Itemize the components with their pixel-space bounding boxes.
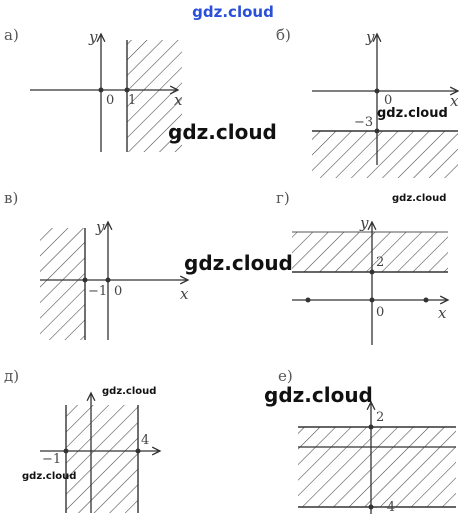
panel-a-tick-point [124, 87, 130, 93]
panel-a-letter: а) [4, 26, 19, 44]
panel-e-bottom-label: −4 [376, 500, 395, 515]
panel-v-shaded-region [40, 228, 85, 340]
panel-v-origin-point [105, 277, 111, 283]
watermark-a: gdz.cloud [168, 120, 277, 144]
watermark-d-top: gdz.cloud [102, 386, 156, 397]
panel-g-point-right [423, 297, 429, 303]
panel-e-top-point [368, 424, 374, 430]
panel-v-y-label: y [95, 218, 105, 236]
watermark-d-left: gdz.cloud [22, 471, 76, 482]
panel-b-y-label: y [365, 28, 375, 46]
panel-e-bottom-point [368, 504, 374, 510]
panel-b: б) x y 0 −3 [276, 26, 459, 178]
panel-g-shaded-region [292, 232, 448, 272]
panel-d-right-point [135, 448, 141, 454]
panel-g-tick-label: 2 [376, 255, 384, 270]
panel-d: д) −1 4 [4, 367, 160, 513]
panel-d-shaded-region [66, 405, 138, 513]
panel-v-tick-point [82, 277, 88, 283]
panel-v: в) x y 0 −1 [4, 189, 189, 340]
watermark-g: gdz.cloud [392, 193, 446, 204]
watermark-top: gdz.cloud [192, 3, 274, 21]
panel-d-left-label: −1 [42, 452, 61, 467]
panel-g-letter: г) [276, 189, 290, 207]
panel-a-tick-label: 1 [128, 93, 136, 108]
panel-a-origin-label: 0 [106, 93, 114, 108]
panel-g-tick-point [369, 269, 375, 275]
panel-g-origin-point [369, 297, 375, 303]
panel-d-letter: д) [4, 367, 19, 385]
panel-g-point-left [305, 297, 311, 303]
watermark-center: gdz.cloud [184, 251, 293, 275]
panel-e: е) 2 −4 [278, 367, 456, 515]
watermark-b: gdz.cloud [377, 106, 448, 121]
panel-a-x-label: x [174, 91, 183, 109]
panel-b-origin-point [374, 88, 380, 94]
watermark-e: gdz.cloud [264, 383, 373, 407]
panel-v-tick-label: −1 [88, 284, 107, 299]
panel-b-origin-label: 0 [384, 93, 392, 108]
panel-g-origin-label: 0 [376, 305, 384, 320]
panel-b-x-label: x [450, 92, 459, 110]
panel-a: а) x y 0 1 [4, 26, 183, 152]
panel-b-tick-point [374, 128, 380, 134]
panel-a-origin-point [98, 87, 104, 93]
panel-g-x-label: x [438, 304, 447, 322]
panel-e-letter: е) [278, 367, 293, 385]
panel-a-y-label: y [88, 28, 98, 46]
panel-b-tick-label: −3 [354, 115, 373, 130]
panel-e-shaded-region [298, 427, 456, 507]
panel-v-letter: в) [4, 189, 18, 207]
panel-b-letter: б) [276, 26, 291, 44]
panel-v-origin-label: 0 [114, 284, 122, 299]
panel-g: г) x y 0 2 [276, 189, 448, 345]
panel-a-shaded-region [127, 40, 182, 152]
panel-e-top-label: 2 [376, 410, 384, 425]
panel-v-x-label: x [180, 285, 189, 303]
panel-d-right-label: 4 [141, 433, 149, 448]
panel-d-left-point [63, 448, 69, 454]
panel-g-y-label: y [359, 214, 369, 232]
panel-b-shaded-region [312, 131, 458, 178]
